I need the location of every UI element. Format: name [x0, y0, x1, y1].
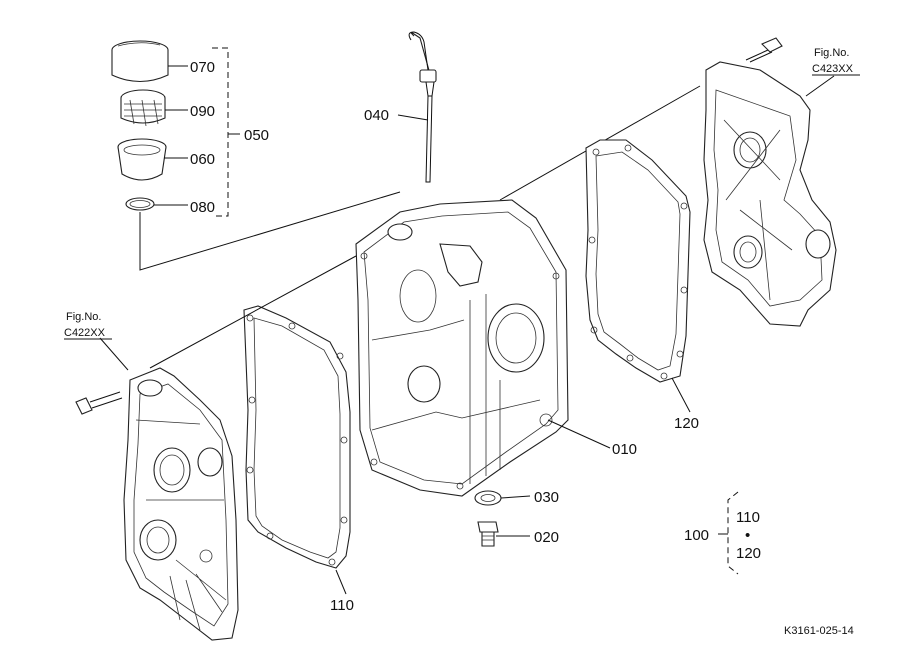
- leader-fig-left: [99, 337, 129, 371]
- filter-element-090: [120, 89, 166, 127]
- leader-fig-right: [805, 75, 835, 97]
- label-090: 090: [190, 103, 215, 120]
- fig-ref-left-value: C422XX: [64, 327, 106, 339]
- label-050: 050: [244, 127, 269, 144]
- label-120: 120: [674, 415, 699, 432]
- right-cover: [703, 61, 837, 327]
- label-set-120: 120: [736, 545, 761, 562]
- label-020: 020: [534, 529, 559, 546]
- label-set-110: 110: [736, 509, 760, 526]
- leader-040: [397, 114, 429, 121]
- filter-housing-060: [117, 138, 167, 181]
- label-080: 080: [190, 199, 215, 216]
- label-070: 070: [190, 59, 215, 76]
- label-set-separator: •: [745, 527, 750, 544]
- label-030: 030: [534, 489, 559, 506]
- filter-cap-070: [111, 40, 169, 83]
- transmission-case-010: [355, 199, 569, 497]
- washer-030: [474, 490, 502, 506]
- fig-ref-left-label: Fig.No.: [66, 311, 101, 323]
- bolt-left-cover: [75, 391, 123, 415]
- bracket-050: [212, 47, 229, 217]
- drain-plug-020: [477, 521, 499, 547]
- leader-120: [671, 377, 691, 413]
- fig-ref-right-value: C423XX: [812, 63, 854, 75]
- leader-010: [547, 419, 611, 449]
- label-060: 060: [190, 151, 215, 168]
- gasket-110: [243, 305, 351, 569]
- gasket-120: [585, 139, 691, 383]
- fig-ref-right-label: Fig.No.: [814, 47, 849, 59]
- drawing-code: K3161-025-14: [784, 625, 854, 637]
- label-040: 040: [364, 107, 389, 124]
- label-110: 110: [330, 597, 354, 614]
- guide-line-left-cover: [149, 255, 357, 369]
- bolt-right-cover: [745, 37, 783, 63]
- leader-030: [500, 495, 531, 499]
- dipstick-040: [408, 31, 437, 183]
- bracket-100: [727, 491, 739, 575]
- label-100: 100: [684, 527, 709, 544]
- leader-110: [335, 569, 347, 595]
- left-cover: [123, 367, 239, 641]
- o-ring-080: [125, 197, 155, 211]
- guide-line-filter: [139, 191, 401, 271]
- label-010: 010: [612, 441, 637, 458]
